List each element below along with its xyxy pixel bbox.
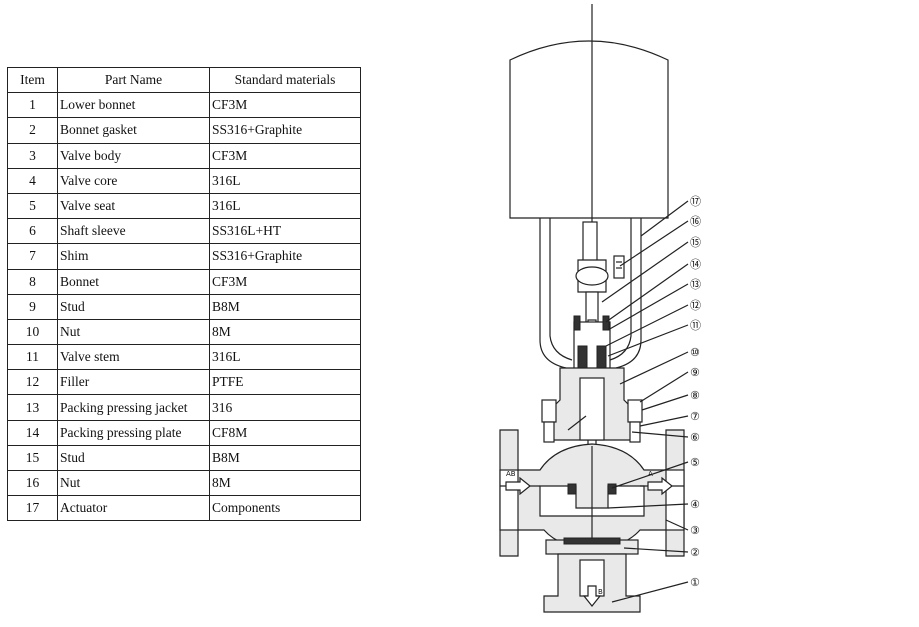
- item-cell: 9: [7, 293, 58, 320]
- part-name-cell: Lower bonnet: [57, 92, 210, 119]
- callout-number-3: ③: [690, 524, 700, 537]
- callout-leader-4: [607, 503, 689, 509]
- material-cell: 8M: [209, 318, 361, 346]
- callout-number-16: ⑯: [690, 215, 701, 228]
- callout-leader-14: [605, 263, 689, 323]
- material-cell: SS316+Graphite: [209, 117, 361, 144]
- part-name-cell: Valve seat: [57, 192, 210, 220]
- callout-leader-5: [611, 461, 689, 489]
- callout-leader-6: [631, 431, 689, 438]
- item-cell: 17: [7, 495, 58, 522]
- item-cell: 8: [7, 268, 58, 295]
- part-name-cell: Valve stem: [57, 344, 210, 371]
- lower-bonnet: [543, 537, 641, 613]
- callout-leader-17: [640, 200, 689, 237]
- material-cell: SS316+Graphite: [209, 243, 361, 270]
- material-cell: SS316L+HT: [209, 218, 361, 245]
- callouts: ① ② ③ ④ ⑤ ⑥ ⑦ ⑧ ⑨ ⑩ ⑪ ⑫ ⑬ ⑭ ⑮ ⑯ ⑰: [601, 195, 701, 603]
- callout-number-5: ⑤: [690, 456, 700, 469]
- callout-number-11: ⑪: [690, 319, 701, 332]
- flow-arrows: AB A B: [500, 470, 684, 607]
- material-cell: 316: [209, 394, 361, 421]
- part-name-cell: Nut: [57, 318, 210, 346]
- callout-leader-7: [639, 415, 689, 427]
- material-cell: B8M: [209, 293, 361, 320]
- item-cell: 13: [7, 394, 58, 421]
- callout-leader-3: [665, 519, 689, 531]
- material-cell: Components: [209, 495, 361, 522]
- callout-number-2: ②: [690, 546, 700, 559]
- actuator-housing: [509, 4, 669, 230]
- callout-leader-15: [601, 241, 689, 303]
- bonnet-packing: [551, 315, 633, 441]
- part-name-cell: Shaft sleeve: [57, 218, 210, 245]
- callout-leader-16: [619, 220, 689, 267]
- callout-leader-1: [611, 581, 689, 603]
- callout-leader-10: [619, 351, 689, 385]
- valve-body: [499, 429, 685, 557]
- callout-number-10: ⑩: [690, 346, 700, 359]
- callout-leader-9: [639, 371, 689, 403]
- material-cell: CF3M: [209, 142, 361, 169]
- flow-label-outlet: A: [648, 470, 653, 478]
- callout-leader-8: [641, 394, 689, 411]
- item-cell: 5: [7, 192, 58, 220]
- callout-leader-12: [605, 304, 689, 347]
- callout-number-7: ⑦: [690, 410, 700, 423]
- callout-number-13: ⑬: [690, 278, 701, 291]
- part-name-cell: Valve core: [57, 167, 210, 194]
- part-name-cell: Filler: [57, 369, 210, 396]
- callout-number-9: ⑨: [690, 366, 700, 379]
- part-name-cell: Valve body: [57, 142, 210, 169]
- part-name-cell: Bonnet gasket: [57, 117, 210, 144]
- flow-label-bottom: B: [598, 588, 603, 596]
- item-cell: 1: [7, 92, 58, 119]
- callout-leader-2: [623, 547, 689, 553]
- callout-number-1: ①: [690, 576, 700, 589]
- material-cell: CF8M: [209, 419, 361, 446]
- part-name-cell: Packing pressing jacket: [57, 394, 210, 421]
- material-cell: 316L: [209, 167, 361, 194]
- part-name-cell: Stud: [57, 444, 210, 472]
- callout-number-4: ④: [690, 498, 700, 511]
- part-name-cell: Actuator: [57, 495, 210, 522]
- item-cell: 15: [7, 444, 58, 472]
- table-header-row: Item Part Name Standard materials: [7, 66, 361, 94]
- callout-number-14: ⑭: [690, 258, 701, 271]
- part-name-cell: Stud: [57, 293, 210, 320]
- flow-label-inlet: AB: [506, 470, 516, 478]
- header-item: Item: [7, 66, 58, 94]
- callout-number-12: ⑫: [690, 299, 701, 312]
- callout-number-8: ⑧: [690, 389, 700, 402]
- callout-number-6: ⑥: [690, 431, 700, 444]
- callout-number-17: ⑰: [690, 195, 701, 208]
- callout-number-15: ⑮: [690, 236, 701, 249]
- header-part-name: Part Name: [57, 66, 210, 94]
- callout-leader-13: [607, 283, 689, 331]
- item-cell: 4: [7, 167, 58, 194]
- callout-leader-11: [607, 324, 689, 357]
- item-cell: 2: [7, 117, 58, 144]
- part-name-cell: Nut: [57, 469, 210, 497]
